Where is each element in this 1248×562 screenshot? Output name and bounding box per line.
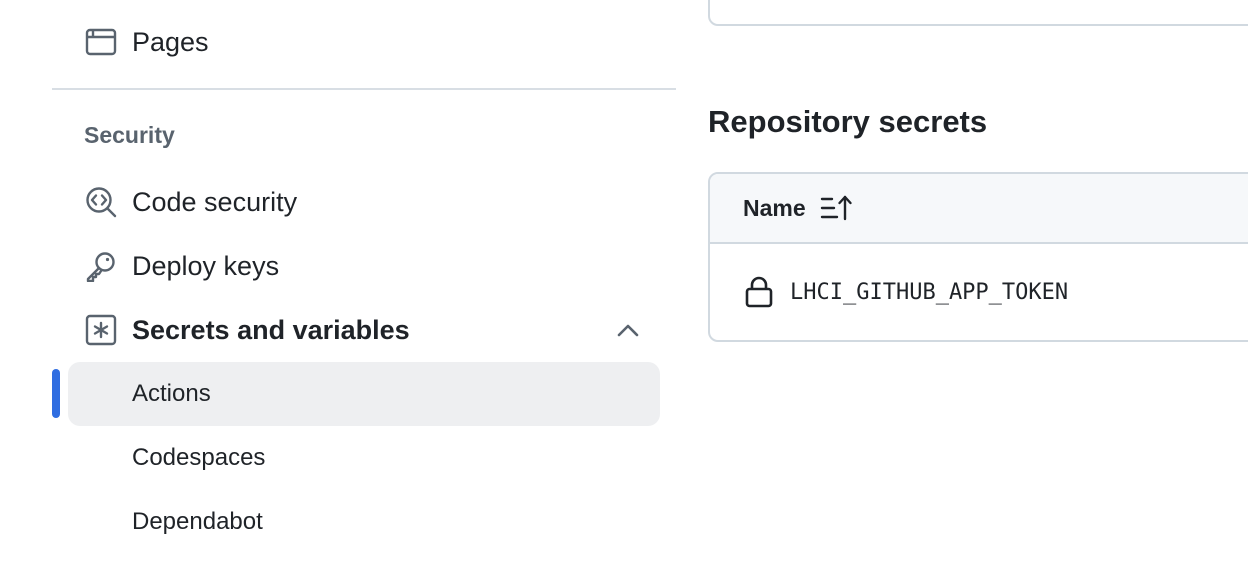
previous-section-box <box>708 0 1248 26</box>
section-title: Repository secrets <box>708 104 988 139</box>
sidebar-item-deploy-keys[interactable]: Deploy keys <box>84 246 279 286</box>
sidebar-item-label: Secrets and variables <box>132 314 410 345</box>
settings-sidebar: Pages Security Code security <box>52 22 676 554</box>
sidebar-item-pages[interactable]: Pages <box>84 22 209 62</box>
sidebar-item-label: Code security <box>132 186 298 217</box>
sidebar-item-secrets-and-variables[interactable]: Secrets and variables <box>84 310 410 350</box>
sidebar-subitem-label: Codespaces <box>132 444 266 471</box>
sidebar-section-heading: Security <box>84 122 175 148</box>
sidebar-subitem-label: Dependabot <box>132 508 263 535</box>
browser-icon <box>84 25 118 59</box>
sidebar-subitem-actions[interactable]: Actions <box>68 362 660 426</box>
table-row[interactable]: LHCI_GITHUB_APP_TOKEN <box>710 244 1248 340</box>
sidebar-item-code-security[interactable]: Code security <box>84 182 297 222</box>
sidebar-item-label: Pages <box>132 26 209 57</box>
sort-ascending-icon[interactable] <box>820 194 854 222</box>
asterisk-icon <box>84 313 118 347</box>
sidebar-subitem-label: Actions <box>132 380 211 407</box>
chevron-up-icon[interactable] <box>612 314 644 346</box>
active-indicator <box>52 369 60 418</box>
sidebar-divider <box>52 88 676 90</box>
column-header-name: Name <box>743 194 806 221</box>
sidebar-item-label: Deploy keys <box>132 250 280 281</box>
sidebar-subitem-dependabot[interactable]: Dependabot <box>68 490 660 554</box>
lock-icon <box>745 276 773 308</box>
sidebar-subitem-codespaces[interactable]: Codespaces <box>68 426 660 490</box>
key-icon <box>84 249 118 283</box>
table-header: Name <box>710 174 1248 244</box>
code-security-icon <box>84 185 118 219</box>
secrets-table: Name LHCI_GITHUB_APP_TOKEN <box>708 172 1248 342</box>
secret-name: LHCI_GITHUB_APP_TOKEN <box>790 279 1069 305</box>
